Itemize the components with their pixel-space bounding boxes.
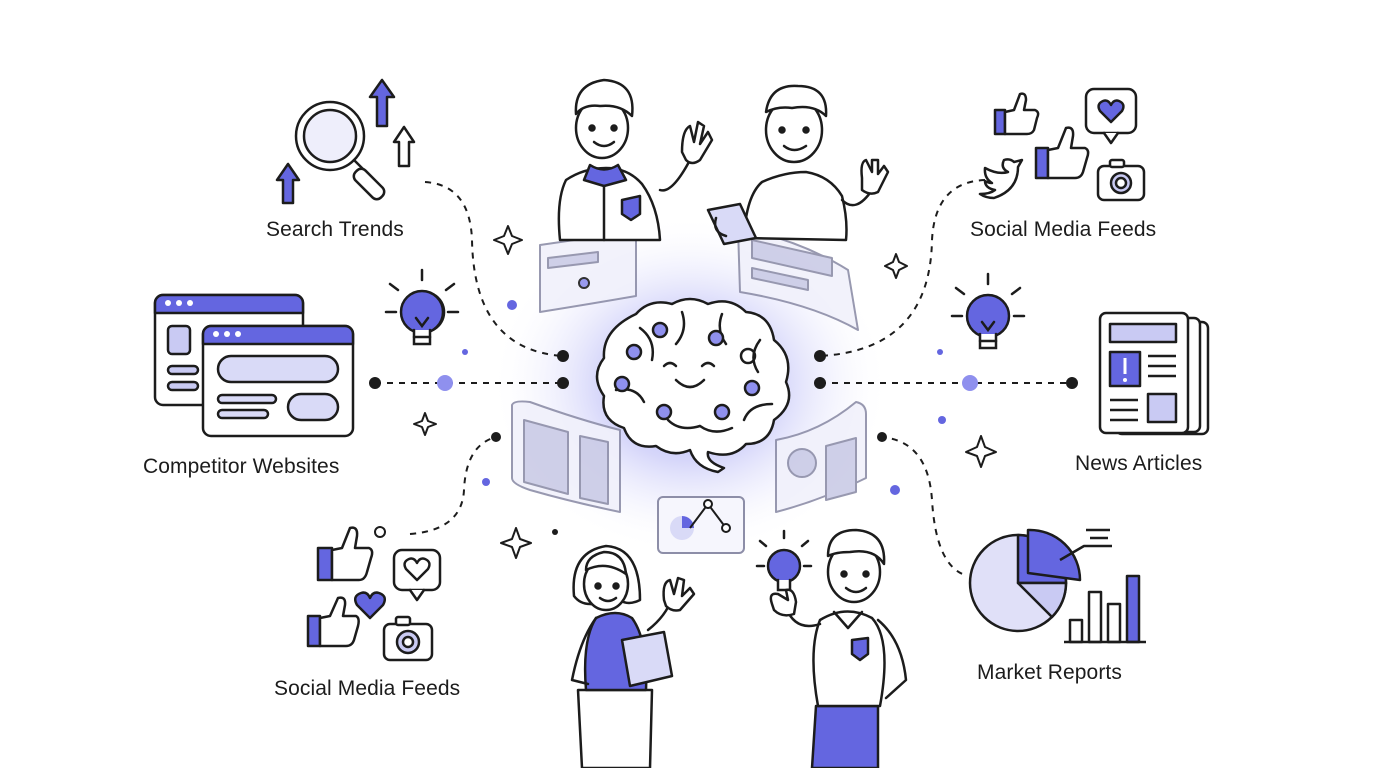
label-search-trends: Search Trends bbox=[266, 218, 404, 241]
sparkle-icon bbox=[493, 225, 523, 255]
panel-bottom-center bbox=[657, 496, 745, 554]
thumbs-up-icon bbox=[1034, 126, 1090, 180]
sparkle-icon bbox=[413, 412, 437, 436]
pie-chart-icon bbox=[968, 528, 1112, 633]
connector-lines bbox=[375, 179, 1072, 576]
connector-social-media-bottom bbox=[409, 436, 497, 535]
label-social-media-feeds-top: Social Media Feeds bbox=[970, 218, 1157, 241]
person-bottom-right bbox=[769, 528, 908, 768]
label-social-media-feeds-bottom: Social Media Feeds bbox=[274, 677, 461, 700]
thumbs-up-icon bbox=[993, 92, 1040, 136]
brain-icon bbox=[595, 297, 791, 474]
bar-chart-icon bbox=[1064, 574, 1146, 644]
camera-icon bbox=[1096, 158, 1146, 202]
sparkle-icon bbox=[884, 253, 908, 279]
heart-icon bbox=[353, 591, 387, 620]
lightbulb-icon bbox=[755, 529, 813, 592]
sparkle-icons bbox=[413, 225, 997, 559]
heart-icon bbox=[1084, 87, 1138, 145]
connector-nodes bbox=[369, 300, 1078, 538]
label-news-articles: News Articles bbox=[1075, 452, 1203, 475]
label-market-reports: Market Reports bbox=[977, 661, 1122, 684]
bird-icon bbox=[978, 158, 1024, 200]
person-top-left bbox=[557, 78, 714, 242]
sparkle-icon bbox=[500, 527, 532, 559]
person-bottom-left bbox=[570, 544, 696, 768]
thumbs-up-icon bbox=[316, 526, 374, 582]
label-competitor-websites: Competitor Websites bbox=[143, 455, 340, 478]
sparkle-icon bbox=[965, 435, 997, 468]
market-reports-icons bbox=[968, 528, 1146, 644]
panel-bottom-left bbox=[511, 400, 621, 513]
panel-bottom-right bbox=[775, 401, 867, 513]
social-media-bottom-icons bbox=[306, 526, 442, 662]
arrow-up-icon bbox=[275, 162, 301, 205]
heart-icon bbox=[392, 548, 442, 602]
thumbs-up-icon bbox=[306, 596, 360, 648]
arrow-up-icon bbox=[392, 125, 416, 168]
lightbulb-icon bbox=[384, 268, 460, 346]
connector-search-trends bbox=[424, 181, 564, 357]
connector-market-reports bbox=[879, 436, 966, 576]
arrow-up-icon bbox=[368, 78, 396, 128]
search-trends-icon-group bbox=[275, 78, 416, 205]
camera-icon bbox=[382, 615, 434, 662]
newspaper-icon bbox=[1098, 311, 1210, 436]
connector-social-media-top bbox=[819, 179, 986, 357]
person-top-right bbox=[706, 84, 890, 246]
lightbulb-icon bbox=[950, 272, 1026, 350]
social-media-top-icons bbox=[978, 87, 1146, 202]
browser-window-icon bbox=[201, 324, 355, 438]
